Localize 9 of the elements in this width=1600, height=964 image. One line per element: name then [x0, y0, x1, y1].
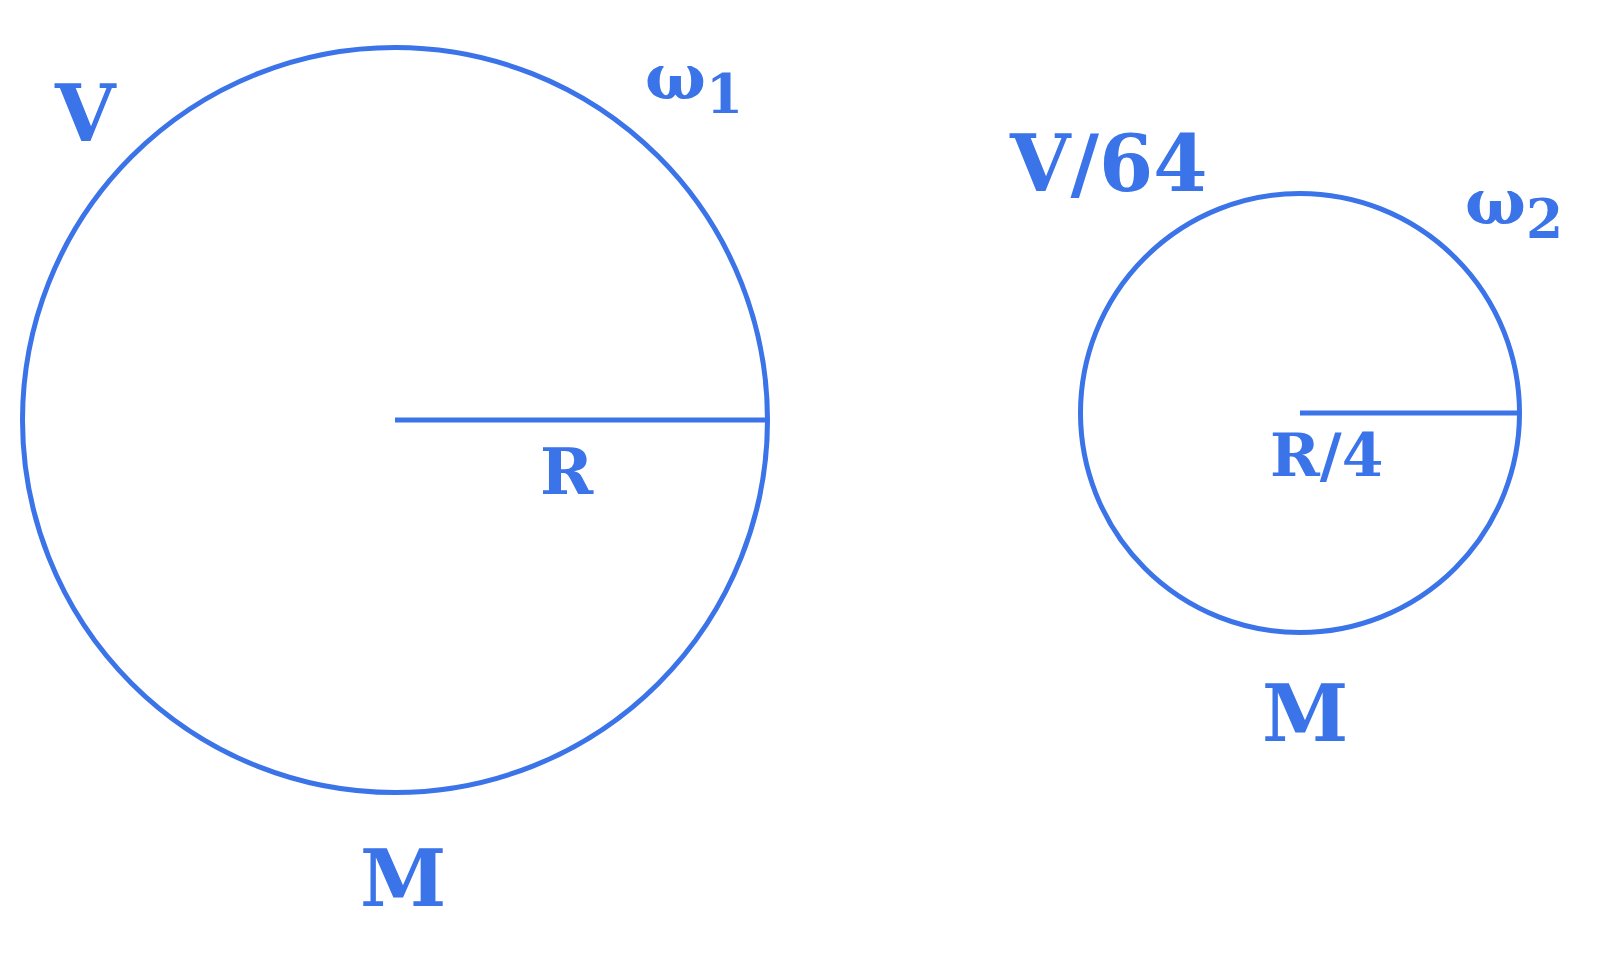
- circle: [20, 45, 770, 795]
- angular-velocity-label: ω$_{2}$: [1465, 170, 1564, 247]
- radius-label: R/4: [1270, 425, 1384, 485]
- volume-label: V: [55, 75, 116, 153]
- mass-label: M: [360, 840, 447, 918]
- volume-label: V/64: [1010, 125, 1208, 203]
- radius-label: R: [540, 440, 594, 504]
- mass-label: M: [1262, 675, 1349, 753]
- angular-velocity-label: ω$_{1}$: [645, 45, 744, 122]
